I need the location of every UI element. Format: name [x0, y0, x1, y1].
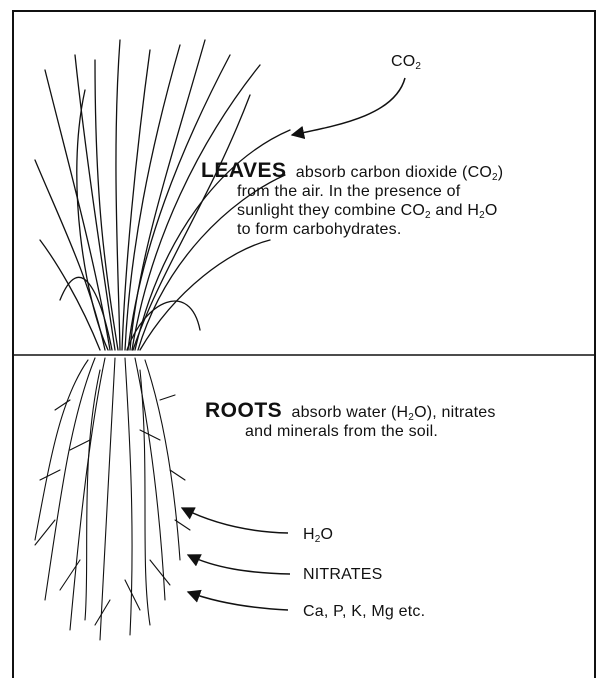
roots-heading: ROOTS: [205, 399, 282, 422]
plant-roots: [35, 358, 190, 640]
leaves-description: LEAVES absorb carbon dioxide (CO2) from …: [201, 161, 503, 239]
leaves-line3-post: O: [485, 202, 498, 219]
h2o-label: H2O: [303, 525, 333, 544]
co2-label: CO2: [391, 52, 421, 71]
roots-line2: and minerals from the soil.: [245, 422, 496, 441]
leaves-line1-post: ): [498, 164, 504, 181]
leaves-line2: from the air. In the presence of: [237, 182, 503, 201]
leaves-heading: LEAVES: [201, 159, 286, 182]
roots-line1-text: absorb water (H: [291, 404, 408, 421]
minerals-arrow: [188, 592, 288, 610]
roots-description: ROOTS absorb water (H2O), nitrates and m…: [205, 401, 496, 441]
nitrates-arrow: [188, 555, 290, 574]
co2-label-base: CO: [391, 53, 415, 70]
leaves-line3: sunlight they combine CO2 and H2O: [237, 201, 503, 220]
nitrates-label: NITRATES: [303, 565, 383, 584]
leaves-line4: to form carbohydrates.: [237, 220, 503, 239]
leaves-line1-text: absorb carbon dioxide (CO: [296, 164, 492, 181]
leaves-line3-mid: and H: [431, 202, 479, 219]
roots-line1-post: O), nitrates: [414, 404, 496, 421]
leaves-line3-text: sunlight they combine CO: [237, 202, 425, 219]
h2o-arrow: [182, 508, 288, 533]
co2-label-sub: 2: [415, 61, 421, 72]
co2-arrow: [292, 78, 405, 135]
h2o-label-post: O: [321, 526, 334, 543]
minerals-label: Ca, P, K, Mg etc.: [303, 602, 425, 621]
h2o-label-base: H: [303, 526, 315, 543]
